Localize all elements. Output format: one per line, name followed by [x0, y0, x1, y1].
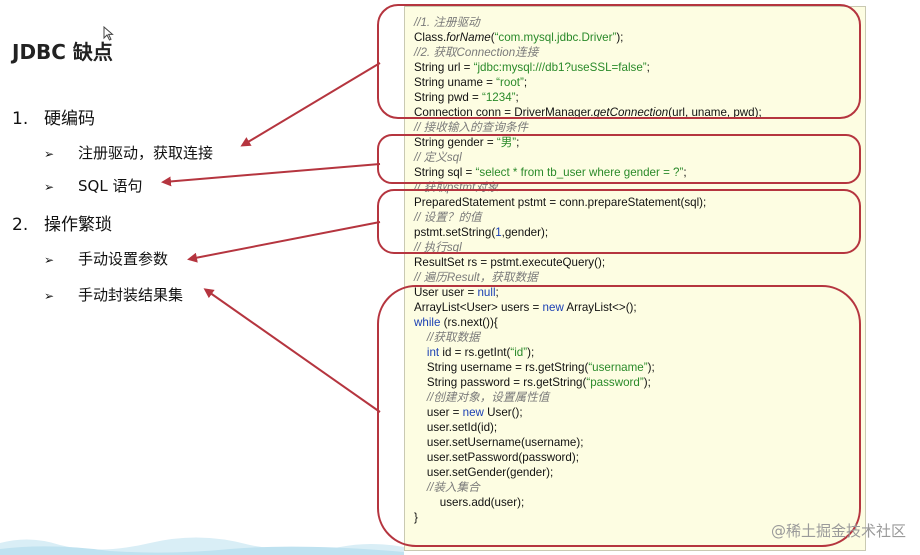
- arrow-bullet-icon: ➢: [44, 147, 55, 161]
- outline-item-hardcoding: 1. 硬编码: [12, 104, 95, 129]
- outline-subitem: ➢ 注册驱动，获取连接: [44, 142, 213, 163]
- code-line: while (rs.next()){: [414, 316, 498, 329]
- code-line: user.setGender(gender);: [414, 466, 554, 479]
- code-comment: // 接收输入的查询条件: [414, 121, 529, 134]
- code-line: String username = rs.getString(“username…: [414, 361, 655, 374]
- arrow-to-result-item: [203, 288, 381, 413]
- code-line: String gender = “男”;: [414, 136, 520, 149]
- outline-label: 硬编码: [44, 109, 95, 129]
- code-comment: //2. 获取Connection连接: [414, 46, 539, 59]
- code-comment: // 获取pstmt对象: [414, 181, 499, 194]
- code-line: Connection conn = DriverManager.getConne…: [414, 106, 762, 119]
- code-line: pstmt.setString(1,gender);: [414, 226, 549, 239]
- code-comment: // 定义sql: [414, 151, 462, 164]
- outline-sublabel: 注册驱动，获取连接: [78, 144, 214, 162]
- arrow-bullet-icon: ➢: [44, 253, 55, 267]
- arrow-to-driver-item: [240, 62, 381, 147]
- code-comment: //获取数据: [414, 331, 480, 344]
- code-line: String uname = “root”;: [414, 76, 528, 89]
- code-line: User user = null;: [414, 286, 499, 299]
- code-line: user.setUsername(username);: [414, 436, 584, 449]
- outline-item-cumbersome: 2. 操作繁琐: [12, 210, 112, 235]
- outline-subitem: ➢ 手动封装结果集: [44, 284, 183, 305]
- slide-title: JDBC 缺点: [12, 40, 113, 64]
- bottom-wave-decoration: [0, 537, 404, 555]
- arrow-to-parameters-item: [187, 221, 381, 263]
- code-line: String password = rs.getString(“password…: [414, 376, 651, 389]
- outline-number: 1.: [12, 109, 29, 129]
- code-line: }: [414, 511, 418, 524]
- code-line: PreparedStatement pstmt = conn.prepareSt…: [414, 196, 707, 209]
- code-line: String sql = “select * from tb_user wher…: [414, 166, 687, 179]
- code-comment: //创建对象，设置属性值: [414, 391, 550, 404]
- code-comment: //1. 注册驱动: [414, 16, 480, 29]
- arrow-to-sql-item: [161, 163, 381, 187]
- code-line: ArrayList<User> users = new ArrayList<>(…: [414, 301, 637, 314]
- code-panel: //1. 注册驱动 Class.forName(“com.mysql.jdbc.…: [404, 6, 866, 551]
- mouse-cursor-icon: [103, 26, 114, 41]
- outline-subitem: ➢ 手动设置参数: [44, 248, 168, 269]
- code-comment: // 设置？的值: [414, 211, 482, 224]
- code-line: String url = “jdbc:mysql:///db1?useSSL=f…: [414, 61, 650, 74]
- outline-sublabel: 手动设置参数: [78, 250, 169, 268]
- outline-label: 操作繁琐: [44, 215, 112, 235]
- arrow-bullet-icon: ➢: [44, 289, 55, 303]
- code-line: int id = rs.getInt(“id”);: [426, 346, 535, 359]
- code-comment: // 执行sql: [414, 241, 462, 254]
- code-line: users.add(user);: [414, 496, 525, 509]
- outline-subitem: ➢ SQL 语句: [44, 175, 142, 196]
- outline-sublabel: 手动封装结果集: [78, 286, 184, 304]
- code-line: user = new User();: [414, 406, 523, 419]
- code-line: Class.forName(“com.mysql.jdbc.Driver”);: [414, 31, 624, 44]
- code-comment: // 遍历Result，获取数据: [414, 271, 538, 284]
- code-line: String pwd = “1234”;: [414, 91, 519, 104]
- code-line: ResultSet rs = pstmt.executeQuery();: [414, 256, 606, 269]
- code-line: user.setId(id);: [414, 421, 498, 434]
- code-line: user.setPassword(password);: [414, 451, 579, 464]
- watermark: @稀土掘金技术社区: [770, 522, 906, 540]
- outline-sublabel: SQL 语句: [78, 177, 143, 195]
- arrow-bullet-icon: ➢: [44, 180, 55, 194]
- code-comment: //装入集合: [414, 481, 480, 494]
- outline-number: 2.: [12, 215, 29, 235]
